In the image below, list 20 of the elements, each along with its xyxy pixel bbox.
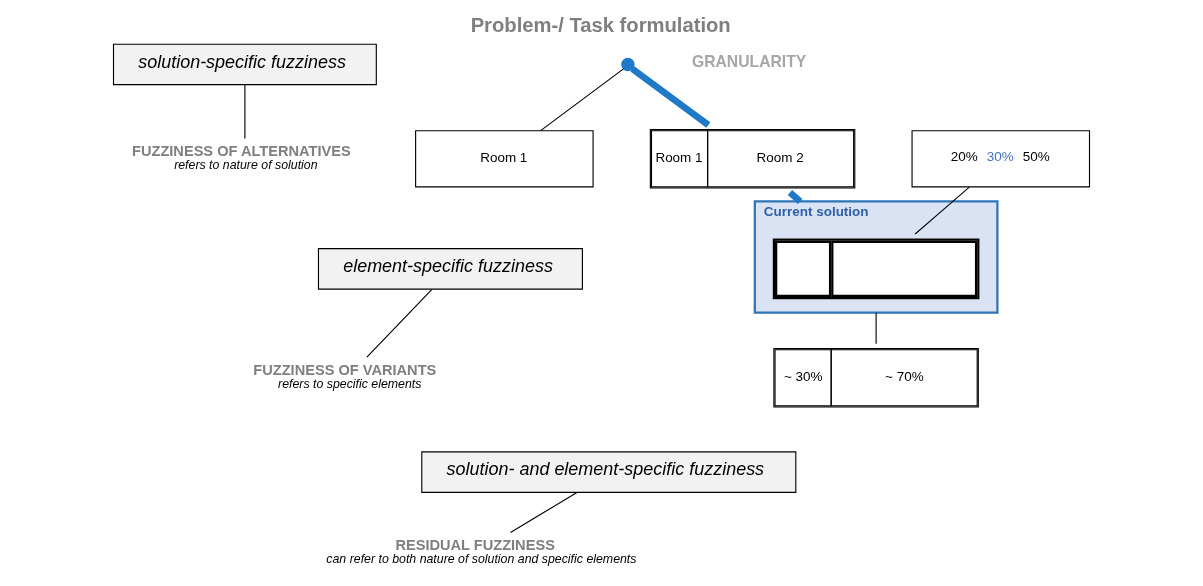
connector: [630, 66, 711, 128]
node-box: 20% 30% 50%: [911, 130, 1091, 188]
connector: [366, 289, 433, 358]
node-box: Room 1: [415, 130, 594, 188]
node-text: FUZZINESS OF VARIANTS refers to specific elements: [253, 361, 437, 391]
node-text: FUZZINESS OF ALTERNATIVES refers to nature of solution: [132, 142, 351, 172]
connector: [914, 186, 970, 235]
connector: [244, 84, 246, 140]
node-box: solution-specific fuzziness: [112, 43, 377, 86]
connector: [875, 312, 877, 345]
connector: [509, 491, 578, 534]
node-text: RESIDUAL FUZZINESS can refer to both nature of solution and specific elements: [326, 537, 637, 566]
connector: [540, 68, 625, 132]
node-box: solution- and element-specific fuzziness: [421, 451, 797, 493]
label: GRANULARITY: [691, 53, 807, 71]
node-box: element-specific fuzziness: [317, 248, 583, 290]
diagram-title: Problem-/ Task formulation: [470, 14, 731, 37]
node-circle: [621, 57, 635, 72]
cluster: Current solution: [753, 200, 999, 314]
connector: [787, 190, 803, 204]
